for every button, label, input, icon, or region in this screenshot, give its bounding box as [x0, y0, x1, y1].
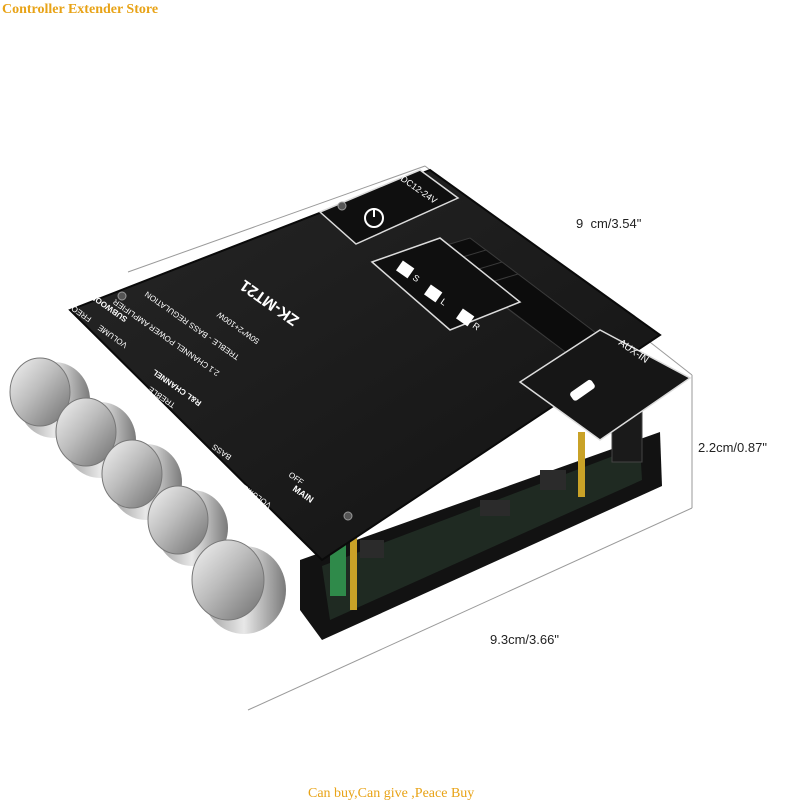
dimension-width-label: 9.3cm/3.66" — [490, 632, 559, 647]
aux-panel: AUX-IN — [518, 329, 692, 441]
brass-standoff — [578, 432, 585, 497]
store-watermark: Controller Extender Store — [2, 2, 159, 17]
mounting-screws — [117, 201, 353, 521]
speaker-r-icon — [456, 308, 475, 327]
knob-main-volume[interactable] — [191, 539, 286, 634]
speaker-l-label: L — [439, 296, 449, 307]
board-top-panel — [68, 168, 662, 562]
aux-plug-icon — [570, 379, 595, 401]
speaker-s-label: S — [411, 272, 422, 284]
pcb-chip — [360, 540, 384, 558]
green-component — [330, 540, 346, 596]
dimension-height-label: 2.2cm/0.87" — [698, 440, 767, 455]
knobs — [9, 357, 286, 634]
speaker-r-label: R — [471, 320, 482, 332]
bottom-watermark: Can buy,Can give ,Peace Buy — [308, 786, 475, 801]
dimension-length-label: 9 cm/3.54" — [576, 216, 642, 231]
speaker-panel: S L R — [370, 237, 522, 333]
brass-standoff — [350, 535, 357, 610]
power-panel: DC12-24V — [318, 169, 460, 245]
speaker-l-icon — [424, 284, 443, 303]
speaker-s-icon — [396, 260, 415, 279]
board-side — [300, 409, 662, 640]
pcb-chip — [540, 470, 566, 490]
pcb-chip — [480, 500, 510, 516]
